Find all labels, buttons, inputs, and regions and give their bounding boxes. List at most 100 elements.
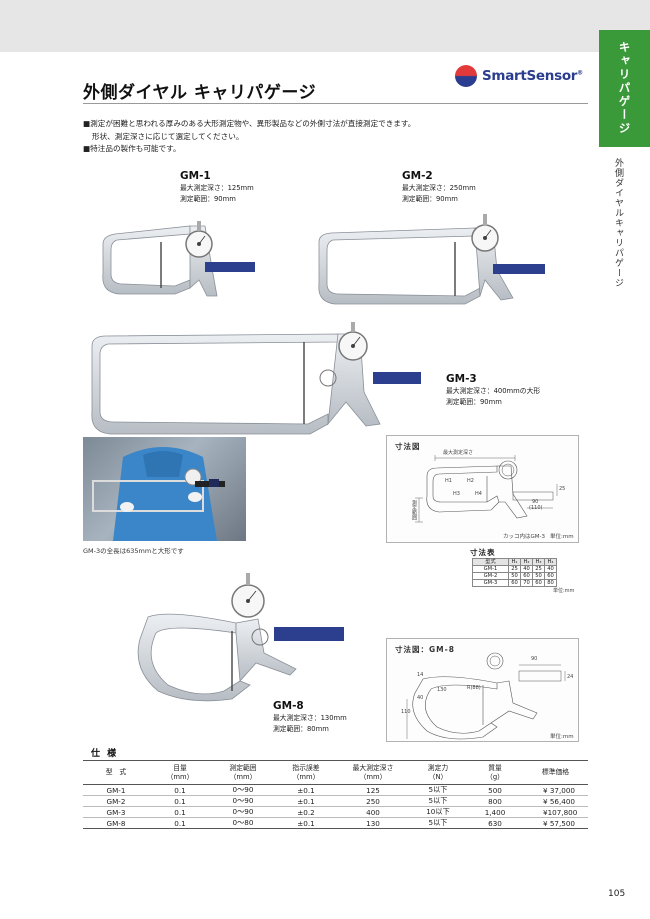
table-cell: 0〜90 — [211, 784, 275, 796]
spec-header: 最大測定深さ （mm） — [337, 760, 409, 785]
table-cell: GM-1 — [83, 784, 149, 796]
dim2-unit: 単位:mm — [550, 734, 574, 740]
table-row: GM-2 50 60 50 60 — [472, 572, 557, 580]
table-cell: 500 — [467, 784, 523, 796]
dim2-40-label: 40 — [417, 695, 424, 701]
table-row: GM-8 0.1 0〜80 ±0.1 130 5以下 630 ¥ 57,500 — [83, 817, 588, 829]
table-cell: 400 — [337, 806, 409, 818]
dim1-110-label: (110) — [529, 505, 543, 511]
dim1-title: 寸法図 — [395, 442, 421, 451]
table-cell: 60 — [520, 572, 533, 580]
intro-line-3: ■特注品の製作も可能です。 — [83, 144, 181, 153]
model-range: 測定範囲：90mm — [402, 194, 458, 203]
page-number: 105 — [608, 889, 626, 899]
category-tab-label: キャリパゲージ — [617, 41, 632, 136]
intro-line-1: ■測定が困難と思われる厚みのある大形測定物や、異形製品などの外側寸法が直接測定で… — [83, 119, 416, 128]
dim2-title: 寸法図：GM-8 — [395, 645, 455, 654]
dim2-90-label: 90 — [531, 656, 538, 662]
page-title: 外側ダイヤル キャリパゲージ — [83, 83, 317, 103]
table-cell: 25 — [532, 565, 545, 573]
table-cell: 40 — [520, 565, 533, 573]
table-cell: ±0.1 — [275, 784, 337, 796]
model-depth: 最大測定深さ：125mm — [180, 184, 254, 192]
table-cell: GM-2 — [83, 795, 149, 807]
table-cell: 60 — [544, 572, 557, 580]
spec-header: 型 式 — [83, 760, 149, 785]
gm1-caliper-image — [102, 221, 255, 297]
table-cell: 60 — [508, 579, 521, 587]
model-gm2-label: GM-2 最大測定深さ：250mm 測定範囲：90mm — [402, 170, 476, 204]
spec-header: 目量 （mm） — [149, 760, 211, 785]
intro-text: ■測定が困難と思われる厚みのある大形測定物や、異形製品などの外側寸法が直接測定で… — [83, 118, 415, 156]
table-cell: 5以下 — [409, 817, 467, 829]
table-cell: 0.1 — [149, 795, 211, 807]
table-cell: 0.1 — [149, 784, 211, 796]
usage-photo — [83, 437, 246, 541]
logo-text: SmartSensor — [482, 68, 578, 84]
table-cell: 50 — [508, 572, 521, 580]
spec-table: 型 式 目量 （mm） 測定範囲 （mm） 指示誤差 （mm） 最大測定深さ （… — [83, 760, 588, 829]
dim1-90-label: 90 — [532, 499, 539, 505]
table-cell: GM-8 — [83, 817, 149, 829]
table-cell: 50 — [532, 572, 545, 580]
table-row: GM-3 60 70 60 80 — [472, 579, 557, 587]
dim1-note: カッコ内はGM-3 — [503, 534, 545, 540]
model-range: 測定範囲：90mm — [180, 194, 236, 203]
gm3-caliper-image — [91, 322, 421, 435]
dim-table-header-row: 型式 H₁ H₂ H₃ H₄ — [472, 558, 557, 566]
dim2-radius-label: R(88) — [467, 685, 481, 691]
table-cell: 5以下 — [409, 795, 467, 807]
table-cell: 25 — [508, 565, 521, 573]
table-cell: 80 — [544, 579, 557, 587]
table-cell: ±0.1 — [275, 817, 337, 829]
category-sub-label: 外側ダイヤルキャリパゲージ — [613, 158, 623, 288]
table-cell: GM-3 — [83, 806, 149, 818]
model-name: GM-1 — [180, 170, 211, 182]
table-cell: 0〜80 — [211, 817, 275, 829]
dim2-24-label: 24 — [567, 674, 574, 680]
model-name: GM-3 — [446, 373, 477, 385]
model-depth: 最大測定深さ：250mm — [402, 184, 476, 192]
model-gm3-label: GM-3 最大測定深さ：400mmの大形 測定範囲：90mm — [446, 373, 540, 407]
dim-table-header: H₄ — [544, 558, 557, 566]
dim1-h3-label: H3 — [453, 491, 460, 497]
table-cell: 130 — [337, 817, 409, 829]
dim1-25-label: 25 — [559, 486, 566, 492]
model-name: GM-8 — [273, 700, 304, 712]
brand-logo: SmartSensor® — [455, 65, 583, 87]
table-row: GM-2 0.1 0〜90 ±0.1 250 5以下 800 ¥ 56,400 — [83, 795, 588, 807]
dim-table-header: 型式 — [472, 558, 509, 566]
title-divider — [83, 103, 588, 104]
model-depth: 最大測定深さ：400mmの大形 — [446, 387, 541, 395]
table-cell: 0〜90 — [211, 806, 275, 818]
dim-table: 型式 H₁ H₂ H₃ H₄ GM-1 25 40 25 40 GM-2 50 … — [472, 558, 557, 587]
table-row: GM-1 25 40 25 40 — [472, 565, 557, 573]
table-cell: GM-2 — [472, 572, 509, 580]
table-cell: 630 — [467, 817, 523, 829]
dim-table-header: H₃ — [532, 558, 545, 566]
spec-header: 指示誤差 （mm） — [275, 760, 337, 785]
table-cell: 0.1 — [149, 817, 211, 829]
table-cell: ¥ 56,400 — [523, 795, 588, 807]
table-cell: ±0.2 — [275, 806, 337, 818]
table-cell: 800 — [467, 795, 523, 807]
spec-title: 仕 様 — [91, 749, 119, 759]
dim2-drawing — [406, 652, 566, 740]
spec-header: 測定範囲 （mm） — [211, 760, 275, 785]
table-cell: ¥ 37,000 — [523, 784, 588, 796]
spec-header: 標準価格 — [523, 760, 588, 785]
table-cell: 125 — [337, 784, 409, 796]
spec-header: 測定力 （N） — [409, 760, 467, 785]
table-cell: ¥ 57,500 — [523, 817, 588, 829]
logo-registered: ® — [577, 69, 583, 77]
dim2-130-label: 130 — [437, 687, 447, 693]
table-cell: 5以下 — [409, 784, 467, 796]
model-depth: 最大測定深さ：130mm — [273, 714, 347, 722]
dim1-h4-label: H4 — [475, 491, 482, 497]
table-cell: 250 — [337, 795, 409, 807]
category-tab[interactable]: キャリパゲージ — [599, 30, 650, 147]
model-range: 測定範囲：80mm — [273, 724, 329, 733]
gm2-caliper-image — [318, 214, 545, 305]
intro-line-2: 形状、測定深さに応じて選定してください。 — [92, 131, 244, 141]
table-cell: GM-1 — [472, 565, 509, 573]
